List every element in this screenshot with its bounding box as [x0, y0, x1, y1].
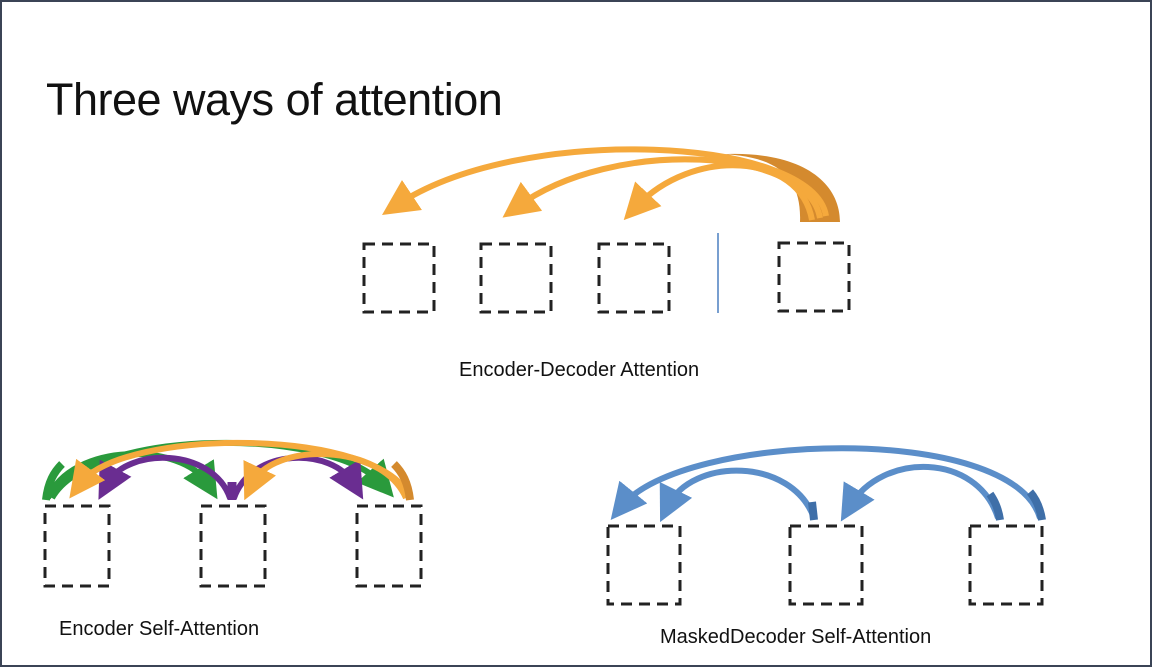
ed-encoder-box-2 — [479, 242, 553, 314]
es-box-2 — [199, 504, 267, 588]
es-base-green — [42, 461, 65, 501]
md-base-3 — [1026, 489, 1046, 521]
es-box-1 — [43, 504, 111, 588]
encoder-self-group — [42, 439, 423, 588]
md-box-2 — [788, 524, 864, 606]
md-base-2 — [808, 501, 818, 521]
masked-decoder-caption: MaskedDecoder Self-Attention — [660, 626, 932, 648]
encoder-decoder-caption: Encoder-Decoder Attention — [459, 359, 700, 381]
encoder-self-caption: Encoder Self-Attention — [59, 618, 260, 640]
ed-encoder-box-1 — [362, 242, 436, 314]
ed-arrow-to-box-2 — [502, 156, 823, 219]
md-base-3b — [986, 491, 1004, 521]
md-box-3 — [968, 524, 1044, 606]
ed-arrow-to-box-3 — [623, 162, 815, 221]
ed-arrow-to-box-1 — [381, 146, 829, 217]
es-base-orange — [391, 461, 414, 501]
md-arrow-3-to-2 — [840, 464, 1001, 522]
es-arrow-purple-to-1 — [98, 454, 233, 500]
ed-encoder-box-3 — [597, 242, 671, 314]
es-arrow-purple-to-3 — [231, 454, 364, 500]
md-arrow-2-to-1a — [659, 467, 817, 523]
encoder-decoder-group — [362, 146, 851, 314]
es-box-3 — [355, 504, 423, 588]
md-arrow-3-to-1 — [610, 445, 1043, 520]
ed-decoder-box — [777, 241, 851, 313]
slide-title: Three ways of attention — [46, 74, 503, 125]
masked-decoder-group — [606, 445, 1046, 606]
md-box-1 — [606, 524, 682, 606]
es-arrow-orange-to-2 — [243, 451, 409, 501]
